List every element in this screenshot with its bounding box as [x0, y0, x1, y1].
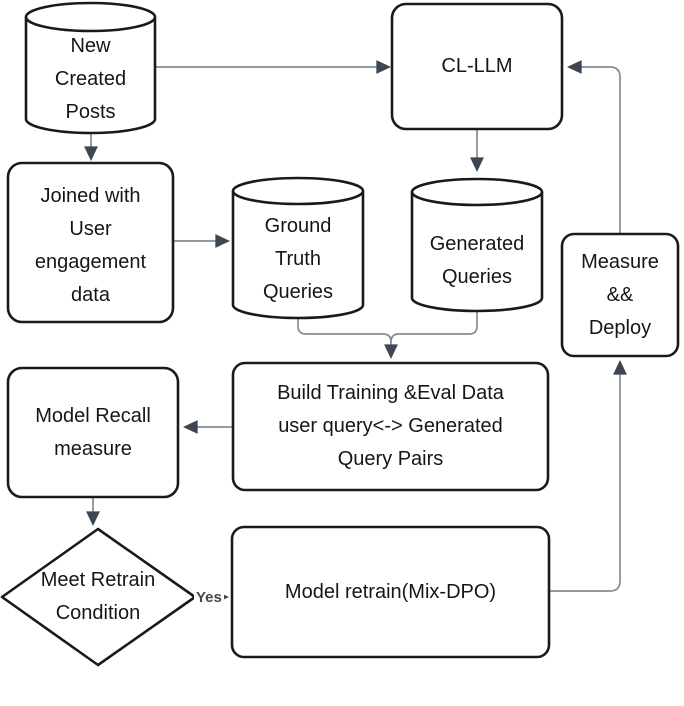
edge-measure-deploy-to-cl-llm [567, 60, 621, 234]
node-new-created-posts-rim [24, 16, 157, 33]
node-cl-llm-shape [390, 2, 564, 131]
node-measure-deploy-shape [560, 232, 680, 358]
edge-label-yes: Yes [194, 589, 224, 606]
node-joined-user-engagement-shape [6, 161, 175, 324]
node-build-training-shape [231, 361, 550, 492]
node-model-recall-shape [6, 366, 180, 499]
node-generated-queries-shape [410, 177, 544, 313]
node-generated-queries-rim [410, 191, 544, 207]
node-model-retrain-shape [230, 525, 551, 659]
node-ground-truth-queries-shape [231, 176, 365, 320]
node-new-created-posts-shape [24, 1, 157, 135]
node-meet-retrain-condition-shape [0, 527, 197, 667]
edge-generated-queries-branch [390, 311, 478, 343]
edge-queries-merge-to-build [297, 318, 398, 359]
edge-model-retrain-to-measure-deploy [549, 360, 627, 592]
node-ground-truth-queries-rim [231, 190, 365, 206]
